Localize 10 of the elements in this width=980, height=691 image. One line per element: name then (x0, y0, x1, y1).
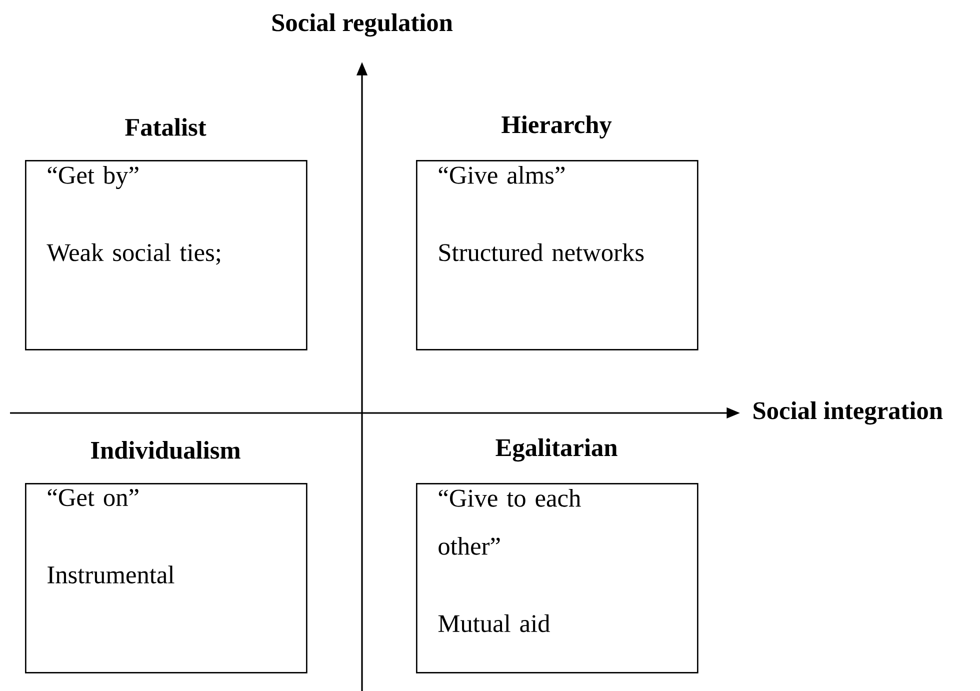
quadrant-heading: Individualism (91, 441, 240, 459)
quadrant-heading: Egalitarian (496, 438, 618, 462)
axis-label: Social regulation (272, 13, 453, 37)
quadrant-heading: Fatalist (125, 118, 206, 136)
axis-label: Social integration (754, 401, 943, 425)
quadrant-box: “Get by” Weak social ties; (25, 160, 308, 350)
quadrant-box: “Give to each other” Mutual aid (416, 483, 698, 674)
quadrant-box: “Get on” Instrumental (25, 483, 308, 674)
quadrant-heading: Hierarchy (502, 115, 612, 138)
quadrant-box: “Give alms” Structured networks (416, 160, 698, 350)
